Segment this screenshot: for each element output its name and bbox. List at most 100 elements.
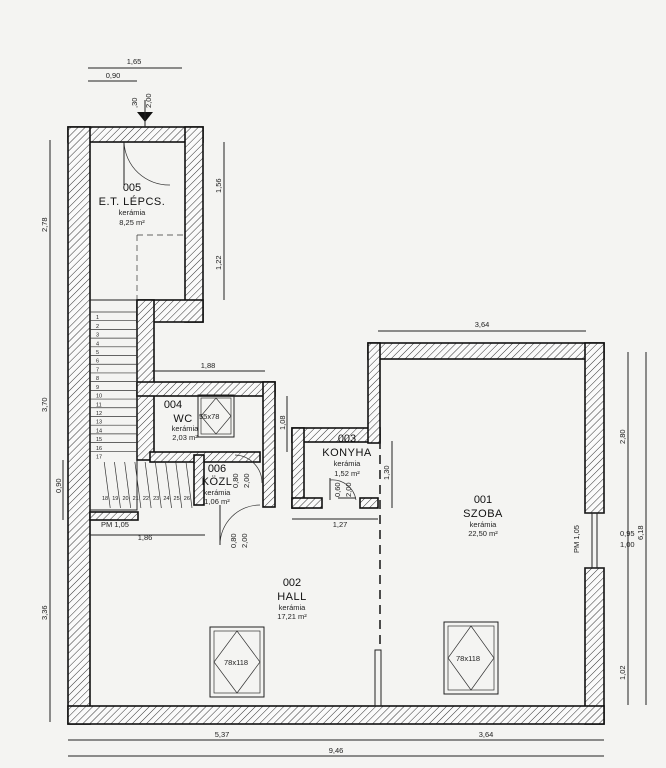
room-number: 004 xyxy=(164,399,182,411)
stair-step-number: 21 xyxy=(133,496,139,502)
dim-1-86: 1,86 xyxy=(138,533,153,542)
room-number: 005 xyxy=(123,182,141,194)
dim-kozl-door-width: 0,80 xyxy=(231,473,240,488)
stair-step-number: 10 xyxy=(96,394,102,400)
dim-konyha-door-width: 0,60 xyxy=(333,482,342,497)
dim-3-36: 3,36 xyxy=(40,605,49,620)
wall-right-lower xyxy=(584,567,605,725)
dim-1-22: 1,22 xyxy=(214,255,223,270)
skylight-szoba: 78x118 xyxy=(443,621,499,695)
wall-konyha-top xyxy=(291,427,381,443)
wall-wc-right xyxy=(262,381,276,508)
stair-step-number: 18 xyxy=(102,496,108,502)
room-finish: kerámia xyxy=(334,459,362,468)
stair-step-number: 13 xyxy=(96,420,102,426)
walls xyxy=(67,126,605,725)
room-003: 003 KONYHA kerámia 1,52 m² xyxy=(322,433,372,478)
wc-window-size: 55x78 xyxy=(199,412,219,421)
room-area: 1,52 m² xyxy=(334,469,360,478)
dim-kozl-door-height: 2,00 xyxy=(242,473,251,488)
stair-step-number: 11 xyxy=(96,402,102,408)
stair-step-number: 15 xyxy=(96,437,102,443)
wall-szoba-top xyxy=(367,342,605,360)
stair-tread xyxy=(103,461,111,509)
room-area: 1,06 m² xyxy=(204,497,230,506)
dim-0-30: ,30 xyxy=(130,98,139,108)
stair-step-number: 22 xyxy=(143,496,149,502)
stair-step-number: 9 xyxy=(96,385,99,391)
room-area: 2,03 m² xyxy=(172,433,198,442)
wall-stair-inner xyxy=(136,299,155,461)
stair-step-number: 1 xyxy=(96,315,99,321)
skylight-hall: 78x118 xyxy=(209,626,265,698)
room-finish: kerámia xyxy=(172,424,200,433)
room-area: 17,21 m² xyxy=(277,612,307,621)
dim-hall-door-height: 2,00 xyxy=(240,533,249,548)
stair-step-number: 3 xyxy=(96,333,99,339)
stair-tread xyxy=(175,461,183,509)
pm-hall: PM 1,05 xyxy=(101,520,129,529)
dimension-lines xyxy=(49,67,647,757)
dim-0-90-left: 0,90 xyxy=(54,478,63,493)
room-name: SZOBA xyxy=(463,508,503,520)
stair-step-number: 5 xyxy=(96,350,99,356)
wall-stair-right xyxy=(184,126,204,323)
stair-step-number: 7 xyxy=(96,367,99,373)
dim-2-00: 2,00 xyxy=(144,93,153,108)
wall-left xyxy=(67,126,91,725)
stair-step-number: 23 xyxy=(153,496,159,502)
dim-0-95: 0,95 xyxy=(620,529,635,538)
wall-bottom xyxy=(67,705,605,725)
stair-step-number: 14 xyxy=(96,428,102,434)
dim-1-30: 1,30 xyxy=(382,465,391,480)
stair-tread xyxy=(124,461,132,509)
room-name: HALL xyxy=(277,591,307,603)
room-name: E.T. LÉPCS. xyxy=(99,195,166,208)
dim-3-64-top: 3,64 xyxy=(475,320,490,329)
room-finish: kerámia xyxy=(470,520,498,529)
dim-1-27: 1,27 xyxy=(333,520,348,529)
room-004: 004 WC kerámia 2,03 m² xyxy=(164,399,199,442)
wall-wc-bottom xyxy=(149,451,261,463)
stair-step-number: 4 xyxy=(96,341,99,347)
stair-step-number: 2 xyxy=(96,324,99,330)
stair-step-number: 16 xyxy=(96,446,102,452)
dim-6-18: 6,18 xyxy=(636,525,645,540)
room-finish: kerámia xyxy=(204,488,232,497)
room-number: 002 xyxy=(283,577,301,589)
room-number: 001 xyxy=(474,494,492,506)
room-number: 006 xyxy=(208,463,226,475)
wall-right-upper xyxy=(584,342,605,514)
room-001: 001 SZOBA kerámia 22,50 m² xyxy=(463,494,503,538)
dim-1-88: 1,88 xyxy=(201,361,216,370)
room-name: KÖZL xyxy=(202,476,233,488)
stair-step-number: 26 xyxy=(184,496,190,502)
dim-1-00: 1,00 xyxy=(620,540,635,549)
stair-step-number: 8 xyxy=(96,376,99,382)
dim-1-56: 1,56 xyxy=(214,178,223,193)
dim-5-37: 5,37 xyxy=(215,730,230,739)
wall-szoba-left xyxy=(367,342,381,444)
room-name: WC xyxy=(173,413,192,425)
dimension-labels: 1,65 0,90 ,30 2,00 1,56 1,22 2,78 3,70 0… xyxy=(40,57,645,755)
stair-step-number: 24 xyxy=(163,496,169,502)
dim-1-65: 1,65 xyxy=(127,57,142,66)
room-002: 002 HALL kerámia 17,21 m² xyxy=(277,577,307,621)
dim-3-70: 3,70 xyxy=(40,397,49,412)
stair-step-number: 19 xyxy=(112,496,118,502)
stair-step-number: 25 xyxy=(174,496,180,502)
dim-2-80: 2,80 xyxy=(618,429,627,444)
stair-tread xyxy=(144,461,152,509)
stair-step-number: 12 xyxy=(96,411,102,417)
room-name: KONYHA xyxy=(322,447,372,459)
doors xyxy=(123,141,357,546)
room-area: 22,50 m² xyxy=(468,529,498,538)
stair-tread xyxy=(114,461,121,509)
stair-step-number: 17 xyxy=(96,455,102,461)
wall-wc-top xyxy=(136,381,276,397)
wall-konyha-bottom xyxy=(291,497,323,509)
dim-hall-door-width: 0,80 xyxy=(229,533,238,548)
wall-hall-pm xyxy=(89,511,139,521)
